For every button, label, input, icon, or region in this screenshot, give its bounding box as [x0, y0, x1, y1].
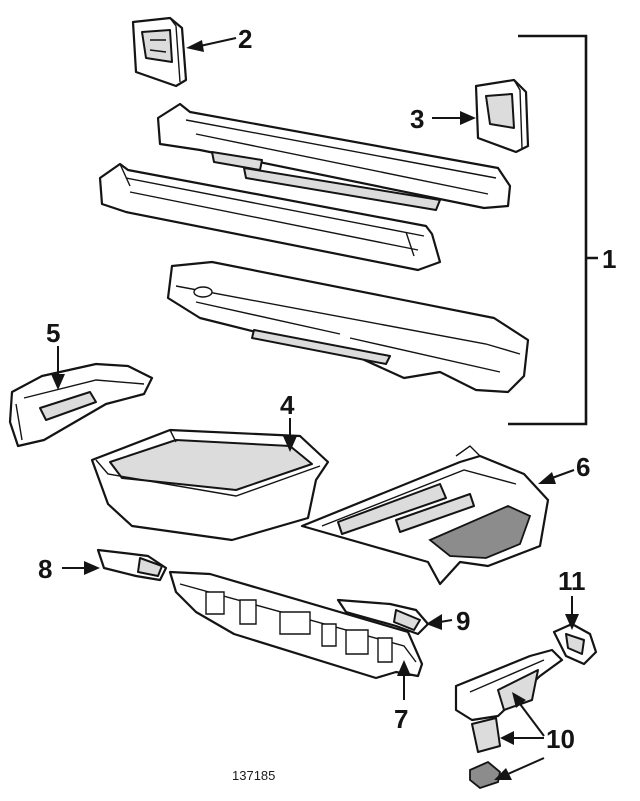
- assembly-1-bracket: [508, 34, 598, 426]
- part-3-bracket: [474, 78, 530, 154]
- part-8-bracket: [96, 548, 168, 582]
- part-6-floor-section: [300, 445, 550, 586]
- leader-11: [565, 596, 579, 630]
- callout-8: 8: [38, 554, 52, 584]
- callout-7: 7: [394, 704, 408, 734]
- callout-5: 5: [46, 318, 60, 348]
- callout-2: 2: [238, 24, 252, 54]
- leader-8: [62, 561, 100, 575]
- reference-number: 137185: [232, 768, 275, 783]
- upper-side-rail: [156, 102, 512, 211]
- part-12-small-pad: [469, 760, 501, 790]
- rear-floor-pan-rail: [166, 260, 530, 394]
- callout-1: 1: [602, 244, 616, 274]
- leader-9: [426, 614, 453, 630]
- leader-2: [186, 37, 237, 52]
- callout-11: 11: [558, 566, 586, 596]
- callout-6: 6: [576, 452, 590, 482]
- leader-5: [51, 346, 65, 390]
- part-9-bracket: [336, 598, 430, 636]
- leader-10: [494, 692, 545, 780]
- part-10-bushing: [471, 717, 501, 753]
- callout-4: 4: [280, 390, 295, 420]
- callout-9: 9: [456, 606, 470, 636]
- part-7-crossmember: [168, 570, 424, 680]
- leader-4: [283, 418, 297, 452]
- part-5-extension: [8, 362, 154, 448]
- leader-6: [538, 469, 575, 484]
- leader-3: [432, 111, 476, 125]
- lower-side-rail: [98, 162, 442, 272]
- callout-10: 10: [546, 724, 575, 754]
- part-4-spare-tub: [90, 428, 330, 542]
- part-10-rail-extension: [454, 648, 564, 722]
- callout-3: 3: [410, 104, 424, 134]
- part-2-bracket: [131, 16, 188, 88]
- part-11-clip: [552, 622, 598, 666]
- leader-7: [397, 660, 411, 700]
